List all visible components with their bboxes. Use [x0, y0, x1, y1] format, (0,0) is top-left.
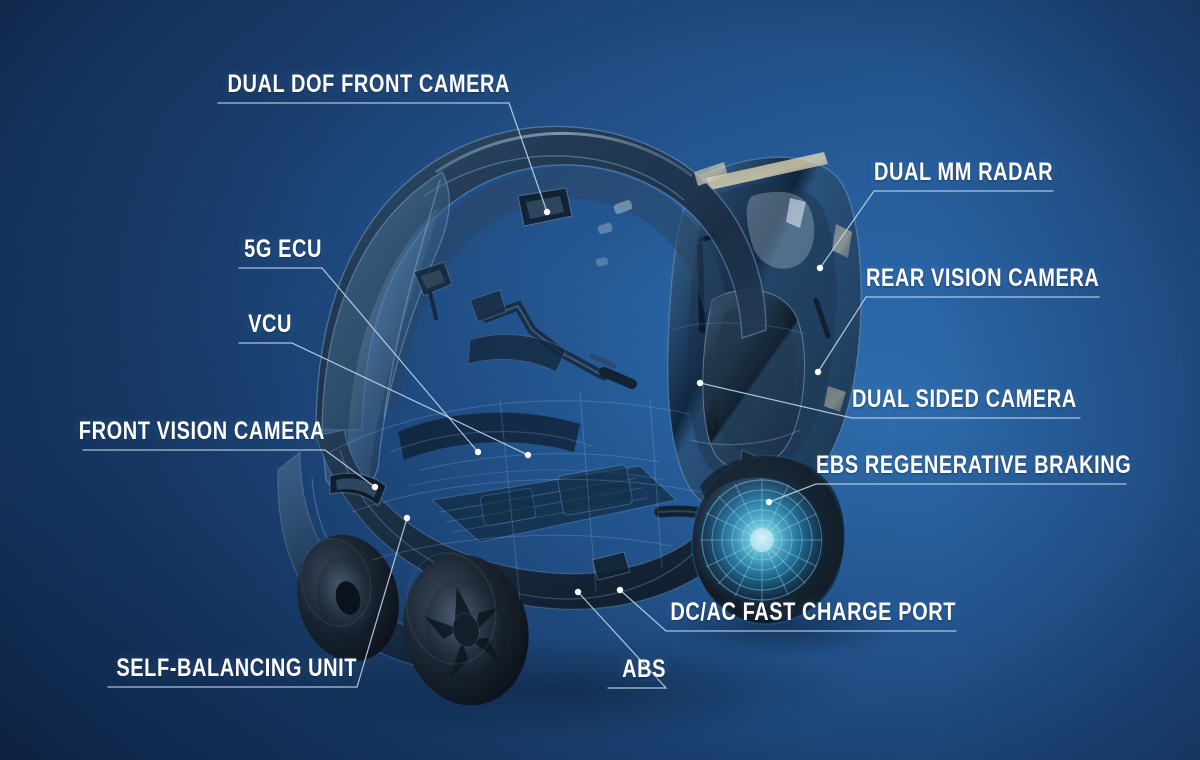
- callout-front-vision-camera[interactable]: FRONT VISION CAMERA: [0, 417, 325, 445]
- label-dc-ac-fast-charge-port: DC/AC FAST CHARGE PORT: [670, 598, 956, 626]
- label-abs: ABS: [622, 655, 666, 683]
- label-vcu: VCU: [248, 310, 292, 338]
- callout-vcu[interactable]: VCU: [0, 310, 292, 338]
- callout-abs[interactable]: ABS: [0, 655, 666, 683]
- label-5g-ecu: 5G ECU: [244, 235, 322, 263]
- label-front-vision-camera: FRONT VISION CAMERA: [78, 417, 325, 445]
- callout-dual-sided-camera[interactable]: DUAL SIDED CAMERA: [852, 385, 1133, 413]
- callout-dual-dof-front-camera[interactable]: DUAL DOF FRONT CAMERA: [0, 70, 510, 98]
- label-dual-dof-front-camera: DUAL DOF FRONT CAMERA: [227, 70, 510, 98]
- label-ebs-regenerative-braking: EBS REGENERATIVE BRAKING: [816, 451, 1132, 479]
- label-self-balancing-unit: SELF-BALANCING UNIT: [116, 654, 357, 682]
- label-rear-vision-camera: REAR VISION CAMERA: [866, 264, 1100, 292]
- label-dual-mm-radar: DUAL MM RADAR: [874, 158, 1054, 186]
- callout-dc-ac-fast-charge-port[interactable]: DC/AC FAST CHARGE PORT: [0, 598, 956, 626]
- callout-self-balancing-unit[interactable]: SELF-BALANCING UNIT: [0, 654, 357, 682]
- callout-rear-vision-camera[interactable]: REAR VISION CAMERA: [866, 264, 1158, 292]
- label-dual-sided-camera: DUAL SIDED CAMERA: [852, 385, 1077, 413]
- callout-ebs-regenerative-braking[interactable]: EBS REGENERATIVE BRAKING: [816, 451, 1200, 479]
- callout-dual-mm-radar[interactable]: DUAL MM RADAR: [874, 158, 1098, 186]
- callout-5g-ecu[interactable]: 5G ECU: [0, 235, 322, 263]
